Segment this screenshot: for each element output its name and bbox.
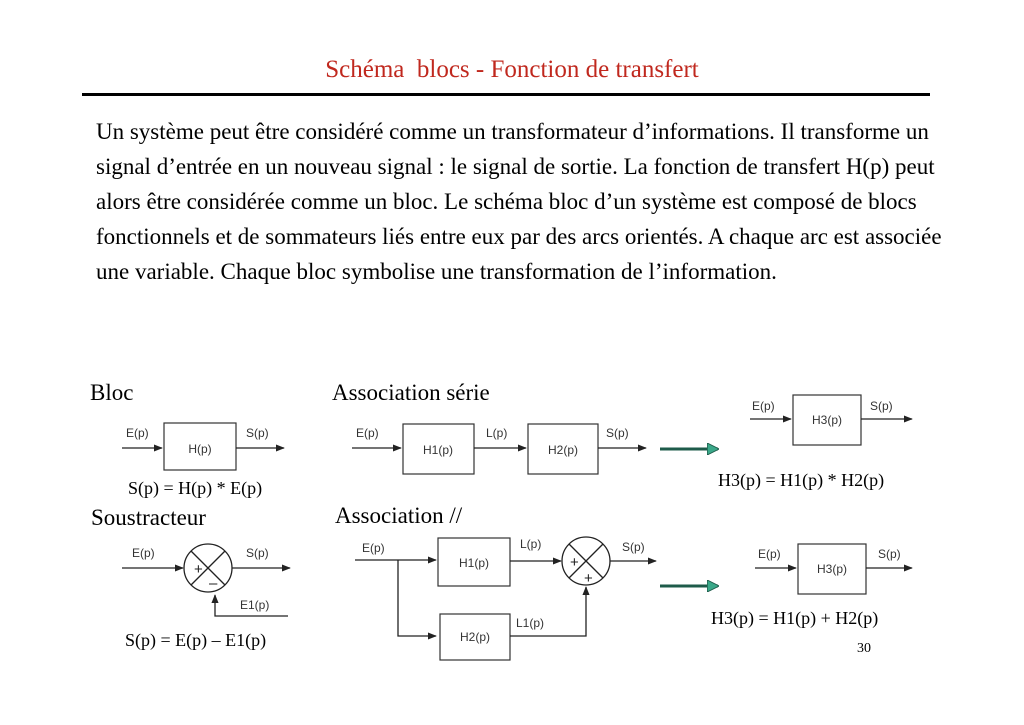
branch-arrow <box>397 560 437 640</box>
signal-s-label: S(p) <box>606 426 629 440</box>
title-divider <box>82 93 930 96</box>
feedback-arrow <box>211 594 288 617</box>
h2-output-arrow <box>510 586 590 637</box>
signal-e-label: E(p) <box>752 399 775 413</box>
block-h1 <box>402 423 475 475</box>
junction-cross <box>568 543 604 579</box>
block-h1-label: H1(p) <box>423 443 453 457</box>
signal-l1-label: L1(p) <box>516 616 544 630</box>
block-h3-label: H3(p) <box>817 562 847 576</box>
signal-s-label: S(p) <box>878 547 901 561</box>
block-h2-label: H2(p) <box>460 630 490 644</box>
plus-sign: + <box>584 570 593 587</box>
equation-parallele: H3(p) = H1(p) + H2(p) <box>711 608 879 628</box>
block-h2 <box>439 613 511 661</box>
block-h3 <box>797 543 867 595</box>
signal-e-label: E(p) <box>132 546 155 560</box>
block-h1-label: H1(p) <box>459 556 489 570</box>
plus-sign: + <box>570 554 579 571</box>
section-label-soustracteur: Soustracteur <box>91 505 206 530</box>
page-number: 30 <box>857 641 871 656</box>
plus-sign: + <box>194 561 203 578</box>
diagram-serie-equivalent: H3(p) E(p) S(p) <box>750 394 913 446</box>
signal-s-label: S(p) <box>622 540 645 554</box>
section-label-serie: Association série <box>332 380 490 405</box>
diagram-serie: H1(p) H2(p) E(p) L(p) S(p) <box>352 423 647 475</box>
block-h <box>163 422 237 471</box>
block-h3 <box>792 394 862 446</box>
signal-s-label: S(p) <box>246 426 269 440</box>
block-h2-label: H2(p) <box>548 443 578 457</box>
signal-e1-label: E1(p) <box>240 598 269 612</box>
block-h-label: H(p) <box>188 442 211 456</box>
section-label-parallele: Association // <box>335 503 463 528</box>
block-h1 <box>437 537 511 587</box>
diagram-bloc: H(p) E(p) S(p) <box>122 422 285 471</box>
signal-e-label: E(p) <box>126 426 149 440</box>
signal-l-label: L(p) <box>486 426 507 440</box>
intro-paragraph: Un système peut être considéré comme un … <box>96 119 942 284</box>
diagram-parallele: H1(p) H2(p) + + E(p) L(p) L1(p) S(p) <box>355 536 657 661</box>
block-h3-label: H3(p) <box>812 413 842 427</box>
diagram-soustracteur: + – E(p) S(p) E1(p) <box>122 543 291 617</box>
signal-s-label: S(p) <box>246 546 269 560</box>
section-label-bloc: Bloc <box>90 380 134 405</box>
junction-cross <box>190 550 226 586</box>
page-title: Schéma blocs - Fonction de transfert <box>325 56 699 83</box>
signal-l-label: L(p) <box>520 537 541 551</box>
signal-e-label: E(p) <box>758 547 781 561</box>
diagram-parallele-equivalent: H3(p) E(p) S(p) <box>755 543 913 595</box>
signal-e-label: E(p) <box>362 541 385 555</box>
block-h2 <box>527 423 599 475</box>
signal-s-label: S(p) <box>870 399 893 413</box>
equation-bloc: S(p) = H(p) * E(p) <box>128 478 263 498</box>
equation-serie: H3(p) = H1(p) * H2(p) <box>718 470 885 490</box>
minus-sign: – <box>209 575 218 592</box>
equation-soustracteur: S(p) = E(p) – E1(p) <box>125 630 267 650</box>
signal-e-label: E(p) <box>356 426 379 440</box>
